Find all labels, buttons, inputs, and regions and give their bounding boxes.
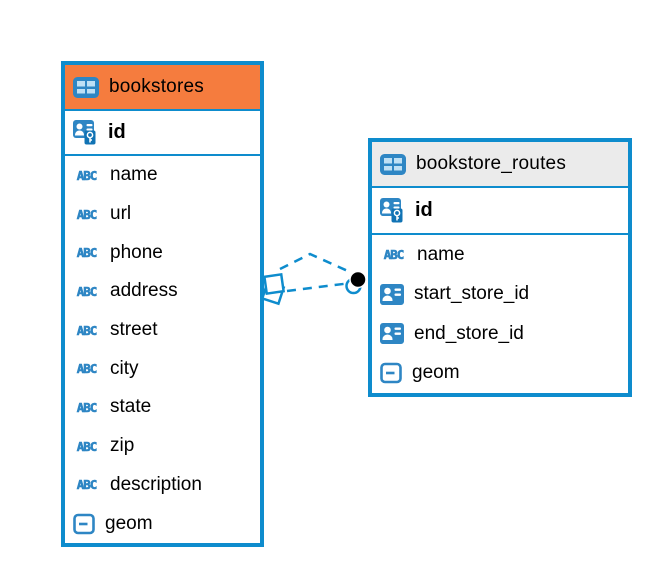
column-row[interactable]: ABC address xyxy=(65,272,260,311)
primary-key-label: id xyxy=(415,199,433,221)
text-type-icon: ABC xyxy=(76,322,97,338)
column-label: phone xyxy=(110,241,163,263)
text-type-icon: ABC xyxy=(76,399,97,416)
text-type-icon: ABC xyxy=(76,477,97,493)
column-label: zip xyxy=(110,435,135,457)
column-label: address xyxy=(110,280,178,302)
column-label: state xyxy=(110,396,152,418)
person-card-icon xyxy=(379,283,405,306)
entity-bookstores-header[interactable]: bookstores xyxy=(65,65,260,109)
column-row[interactable]: geom xyxy=(65,504,260,543)
column-row[interactable]: ABC city xyxy=(65,349,260,388)
person-key-icon xyxy=(379,197,406,224)
primary-key-label: id xyxy=(108,121,126,143)
geometry-type-icon xyxy=(379,362,403,384)
column-row[interactable]: ABC phone xyxy=(65,233,260,272)
entity-title: bookstore_routes xyxy=(416,153,567,174)
text-type-icon: ABC xyxy=(76,206,97,222)
column-label: end_store_id xyxy=(414,322,524,344)
text-type-icon: ABC xyxy=(76,438,97,454)
table-icon xyxy=(72,76,100,99)
column-row[interactable]: ABC zip xyxy=(65,427,260,466)
text-type-icon: ABC xyxy=(76,245,97,261)
column-label: start_store_id xyxy=(414,283,530,305)
column-label: description xyxy=(110,473,202,495)
column-row[interactable]: start_store_id xyxy=(372,275,628,315)
diamond-end-marker xyxy=(260,272,286,306)
row-divider xyxy=(65,154,260,156)
text-type-icon: ABC xyxy=(383,247,404,263)
primary-key-row[interactable]: id xyxy=(65,111,260,154)
column-label: street xyxy=(110,319,158,341)
table-icon xyxy=(379,153,407,176)
column-label: name xyxy=(417,243,465,265)
relationship-line[interactable] xyxy=(279,252,351,274)
column-row[interactable]: ABC description xyxy=(65,466,260,505)
column-row[interactable]: ABC state xyxy=(65,388,260,427)
person-card-icon xyxy=(379,322,405,345)
entity-title: bookstores xyxy=(109,76,204,97)
column-label: url xyxy=(110,203,132,225)
column-row[interactable]: ABC name xyxy=(372,235,628,275)
row-divider xyxy=(372,186,628,188)
column-row[interactable]: end_store_id xyxy=(372,314,628,354)
column-row[interactable]: ABC name xyxy=(65,156,260,195)
column-row[interactable]: geom xyxy=(372,354,628,394)
entity-bookstore-routes-header[interactable]: bookstore_routes xyxy=(372,142,628,186)
row-divider xyxy=(372,233,628,235)
entity-bookstores[interactable]: bookstores id ABC na xyxy=(61,61,264,547)
relationship-line[interactable] xyxy=(286,281,352,293)
column-label: name xyxy=(110,164,158,186)
column-label: city xyxy=(110,357,139,379)
column-row[interactable]: ABC url xyxy=(65,195,260,234)
column-label: geom xyxy=(105,512,153,534)
dot-end-marker xyxy=(345,270,367,295)
text-type-icon: ABC xyxy=(76,361,97,377)
column-row[interactable]: ABC street xyxy=(65,311,260,350)
person-key-icon xyxy=(72,119,99,146)
entity-bookstore-routes[interactable]: bookstore_routes id ABC xyxy=(368,138,632,397)
column-label: geom xyxy=(412,362,460,384)
row-divider xyxy=(65,109,260,111)
text-type-icon: ABC xyxy=(76,167,97,184)
text-type-icon: ABC xyxy=(76,283,97,300)
geometry-type-icon xyxy=(72,513,96,535)
primary-key-row[interactable]: id xyxy=(372,188,628,233)
